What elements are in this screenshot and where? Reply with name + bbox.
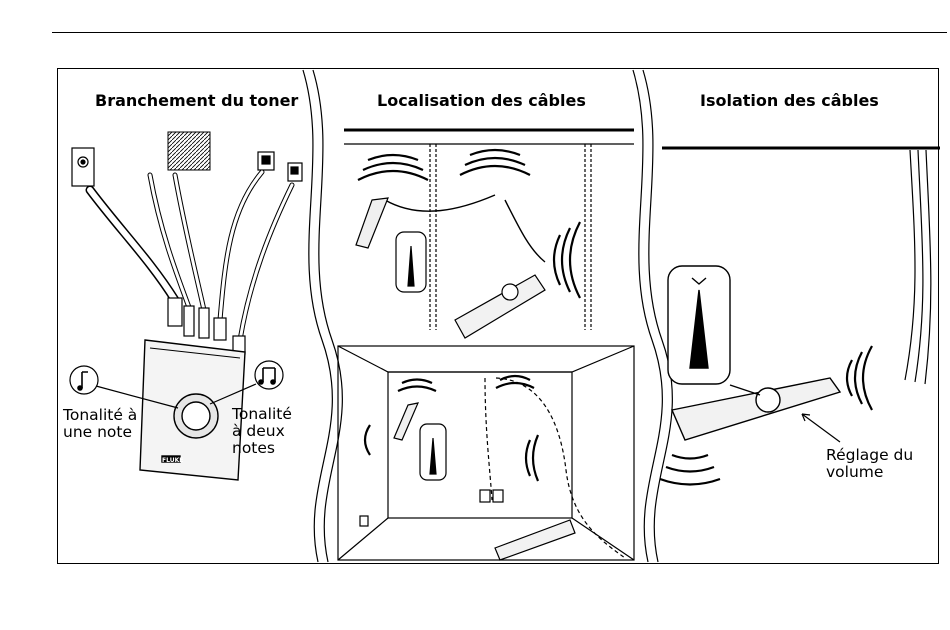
rj-jacks (258, 152, 302, 181)
toner-device (140, 340, 245, 480)
device-brand: FLUKE (162, 457, 183, 464)
wall-coax-outlet (72, 148, 94, 186)
label-single-tone: Tonalité à une note (63, 407, 137, 441)
sound-waves-ceiling (358, 150, 580, 298)
label-single-tone-line2: une note (63, 424, 137, 441)
panel-title-localisation: Localisation des câbles (377, 91, 586, 110)
panel-divider-1 (303, 70, 342, 562)
label-volume-line1: Réglage du (826, 447, 913, 464)
punch-block (168, 132, 210, 170)
panel-title-toner: Branchement du toner (95, 91, 298, 110)
room-scene (338, 346, 634, 560)
label-volume: Réglage du volume (826, 447, 913, 481)
label-dual-tone-line2: à deux (232, 423, 292, 440)
label-single-tone-line1: Tonalité à (63, 407, 137, 424)
panel-divider-2 (633, 70, 672, 562)
ceiling-scene (344, 130, 634, 330)
probe-isolation (672, 378, 840, 440)
label-dual-tone-line1: Tonalité (232, 406, 292, 423)
sound-waves-room (365, 376, 538, 481)
panel-title-isolation: Isolation des câbles (700, 91, 879, 110)
probe-small (356, 198, 388, 248)
label-volume-line2: volume (826, 464, 913, 481)
volume-indicator-large (668, 266, 730, 384)
label-dual-tone: Tonalité à deux notes (232, 406, 292, 457)
label-dual-tone-line3: notes (232, 440, 292, 457)
probe-large (455, 275, 545, 338)
volume-indicator-icon-room (420, 424, 446, 480)
volume-pointer (802, 414, 840, 442)
volume-indicator-icon (396, 232, 426, 292)
